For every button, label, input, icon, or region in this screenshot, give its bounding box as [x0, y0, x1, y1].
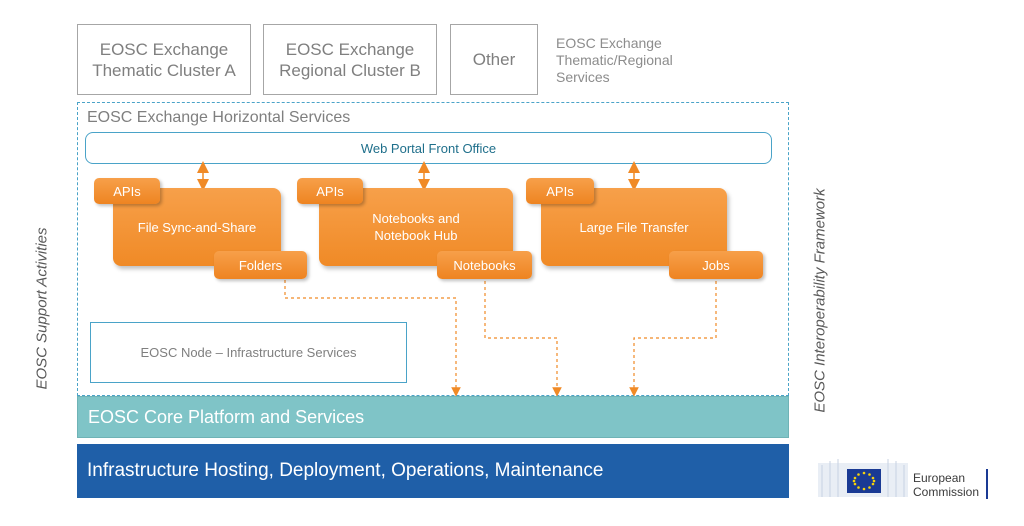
cluster-regional-b: EOSC Exchange Regional Cluster B [263, 24, 437, 95]
eosc-core-platform: EOSC Core Platform and Services [77, 396, 789, 438]
infrastructure-label: Infrastructure Hosting, Deployment, Oper… [87, 460, 604, 481]
cluster-thematic-a: EOSC Exchange Thematic Cluster A [77, 24, 251, 95]
folders-tag: Folders [214, 251, 307, 279]
cluster-other: Other [450, 24, 538, 95]
api-tag: APIs [526, 178, 594, 204]
eosc-support-activities: EOSC Support Activities [33, 227, 51, 390]
api-tag: APIs [94, 178, 160, 204]
notebooks-to-core [484, 281, 562, 397]
jobs-label: Jobs [702, 257, 730, 273]
ec-logo-bar [986, 469, 988, 499]
jobs-to-core [629, 281, 717, 397]
folders-to-core [284, 280, 461, 397]
web-portal-front-office: Web Portal Front Office [85, 132, 772, 164]
notebooks-label: Notebooks [453, 257, 516, 273]
api-label: APIs [546, 183, 574, 199]
folders-label: Folders [238, 257, 283, 273]
service-name: Notebooks and Notebook Hub [372, 211, 460, 243]
eosc-interoperability-framework: EOSC Interoperability Framework [811, 188, 829, 413]
ec-emblem-icon [818, 459, 908, 497]
ec-logo-text: European Commission [913, 471, 980, 499]
cluster-label: Other [472, 50, 516, 69]
european-commission-logo: European Commission [818, 455, 990, 501]
service-name: File Sync-and-Share [137, 219, 257, 235]
api-tag: APIs [297, 178, 363, 204]
core-label: EOSC Core Platform and Services [88, 406, 365, 427]
eosc-node-box: EOSC Node – Infrastructure Services [90, 322, 407, 383]
jobs-tag: Jobs [669, 251, 763, 279]
infrastructure-hosting: Infrastructure Hosting, Deployment, Oper… [77, 444, 789, 498]
cluster-label: EOSC Exchange Regional Cluster B [279, 39, 421, 80]
notebooks-tag: Notebooks [437, 251, 532, 279]
web-portal-label: Web Portal Front Office [360, 140, 497, 156]
clusters-note: EOSC Exchange Thematic/Regional Services [556, 35, 673, 85]
service-name: Large File Transfer [579, 219, 689, 235]
horizontal-services-area [77, 102, 789, 396]
eosc-node-label: EOSC Node – Infrastructure Services [140, 345, 357, 360]
api-label: APIs [113, 183, 141, 199]
api-label: APIs [316, 183, 344, 199]
cluster-label: EOSC Exchange Thematic Cluster A [92, 39, 236, 80]
horizontal-services-title: EOSC Exchange Horizontal Services [87, 109, 351, 126]
